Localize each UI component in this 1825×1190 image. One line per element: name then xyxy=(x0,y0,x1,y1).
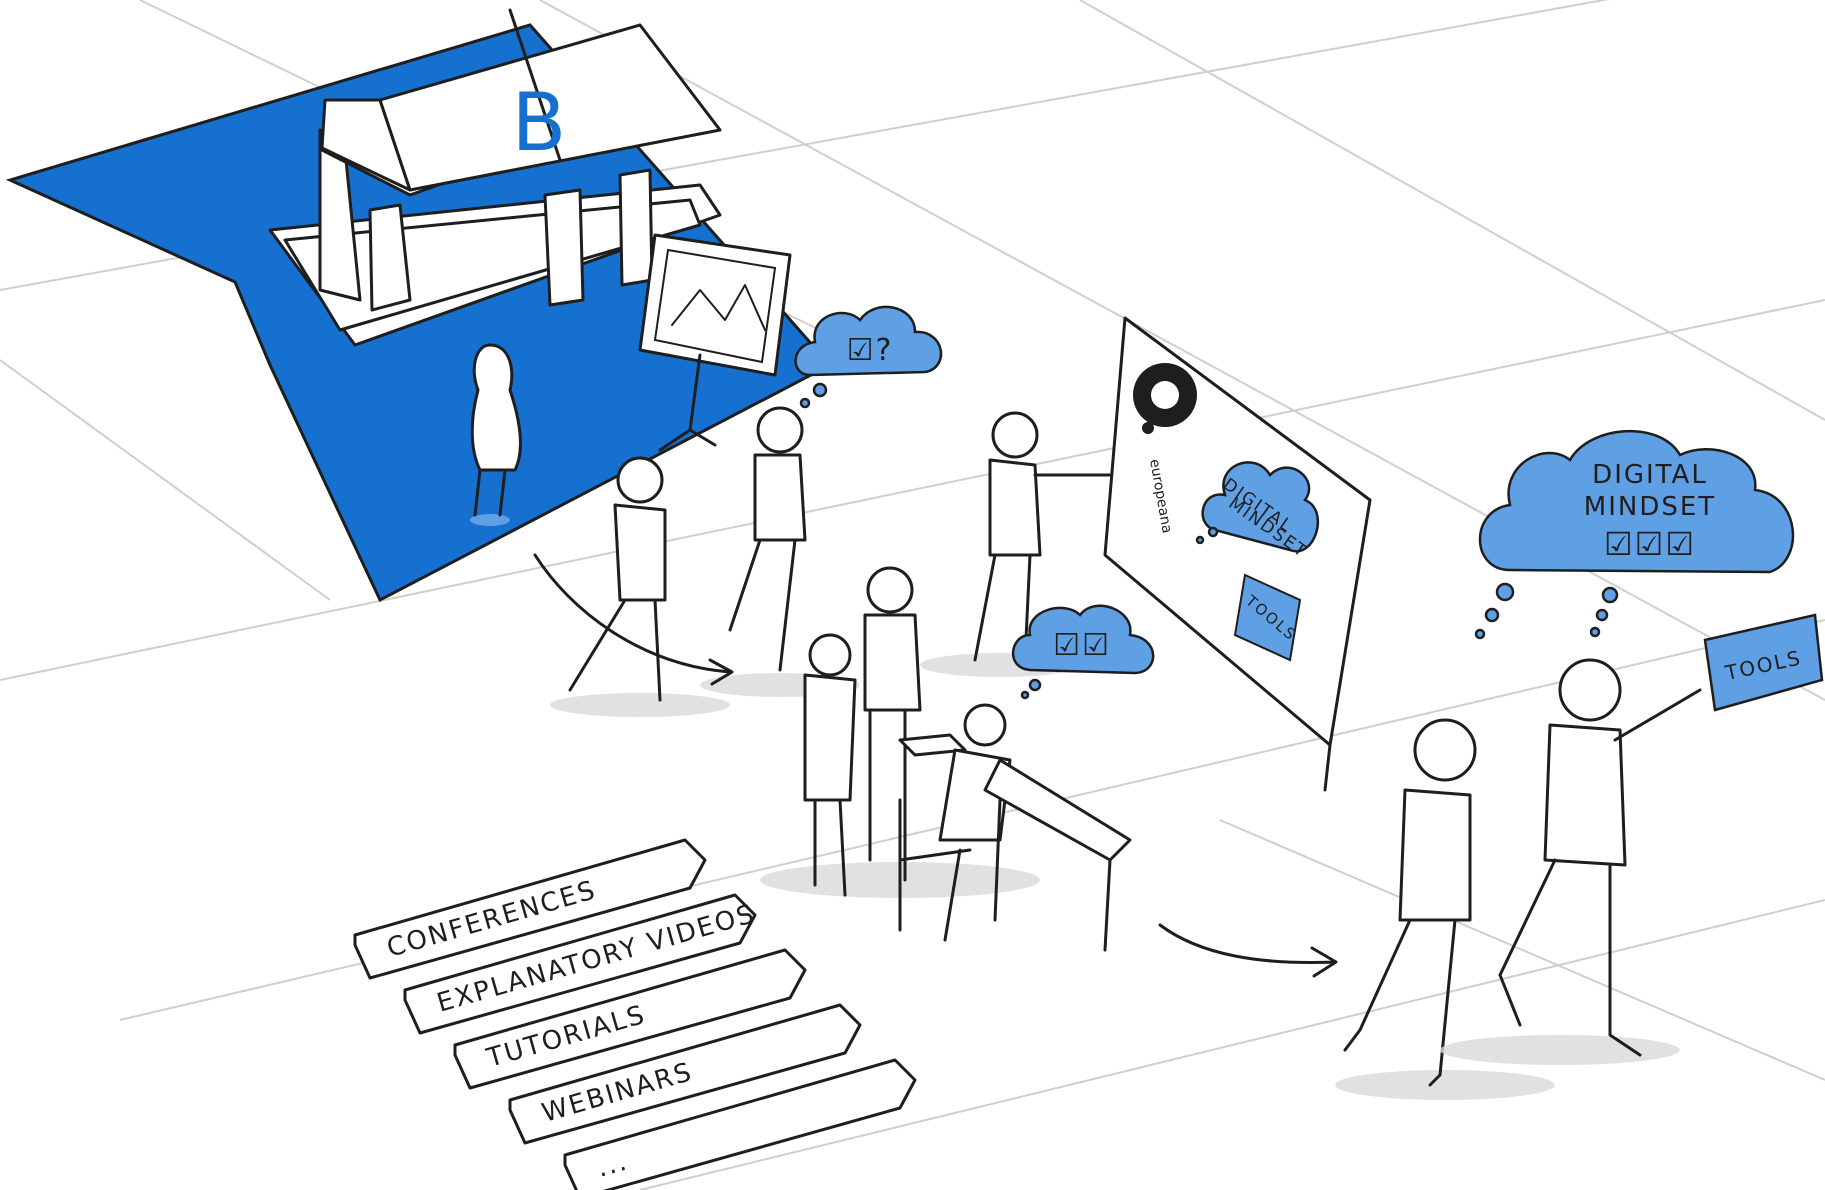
big-bubble-checks: ☑☑☑ xyxy=(1604,525,1696,563)
big-bubble-line1: DIGITAL xyxy=(1592,460,1708,490)
bubble-middle-text: ☑☑ xyxy=(1053,628,1111,663)
step-arrow-2 xyxy=(453,948,807,1090)
thought-bubble-middle: ☑☑ xyxy=(1011,604,1155,700)
step-arrow-1 xyxy=(403,893,757,1035)
easel-painting xyxy=(638,233,792,452)
placeholder-figure xyxy=(470,343,522,526)
person-walking-left xyxy=(550,456,730,717)
flow-arrow-left xyxy=(533,553,734,686)
person-walking-right-woman xyxy=(1335,718,1555,1100)
presentation-board: europeana DIGITAL MINDSET TOOLS xyxy=(1103,316,1372,792)
tools-box: TOOLS xyxy=(1703,613,1824,712)
bubble-left-text: ☑? xyxy=(847,333,894,368)
big-bubble-line2: MINDSET xyxy=(1584,492,1716,522)
museum-building: B xyxy=(268,8,722,347)
step-arrow-0 xyxy=(353,838,707,980)
flow-arrow-right xyxy=(1158,923,1338,978)
person-walking-right-man xyxy=(1440,658,1702,1065)
thought-bubble-big: DIGITAL MINDSET ☑☑☑ xyxy=(1474,429,1795,640)
step-arrow-4 xyxy=(563,1058,917,1190)
group-at-table xyxy=(760,566,1132,952)
thought-bubble-left: ☑? xyxy=(794,305,943,409)
museum-letter: B xyxy=(512,76,569,169)
step-arrow-3 xyxy=(508,1003,862,1145)
